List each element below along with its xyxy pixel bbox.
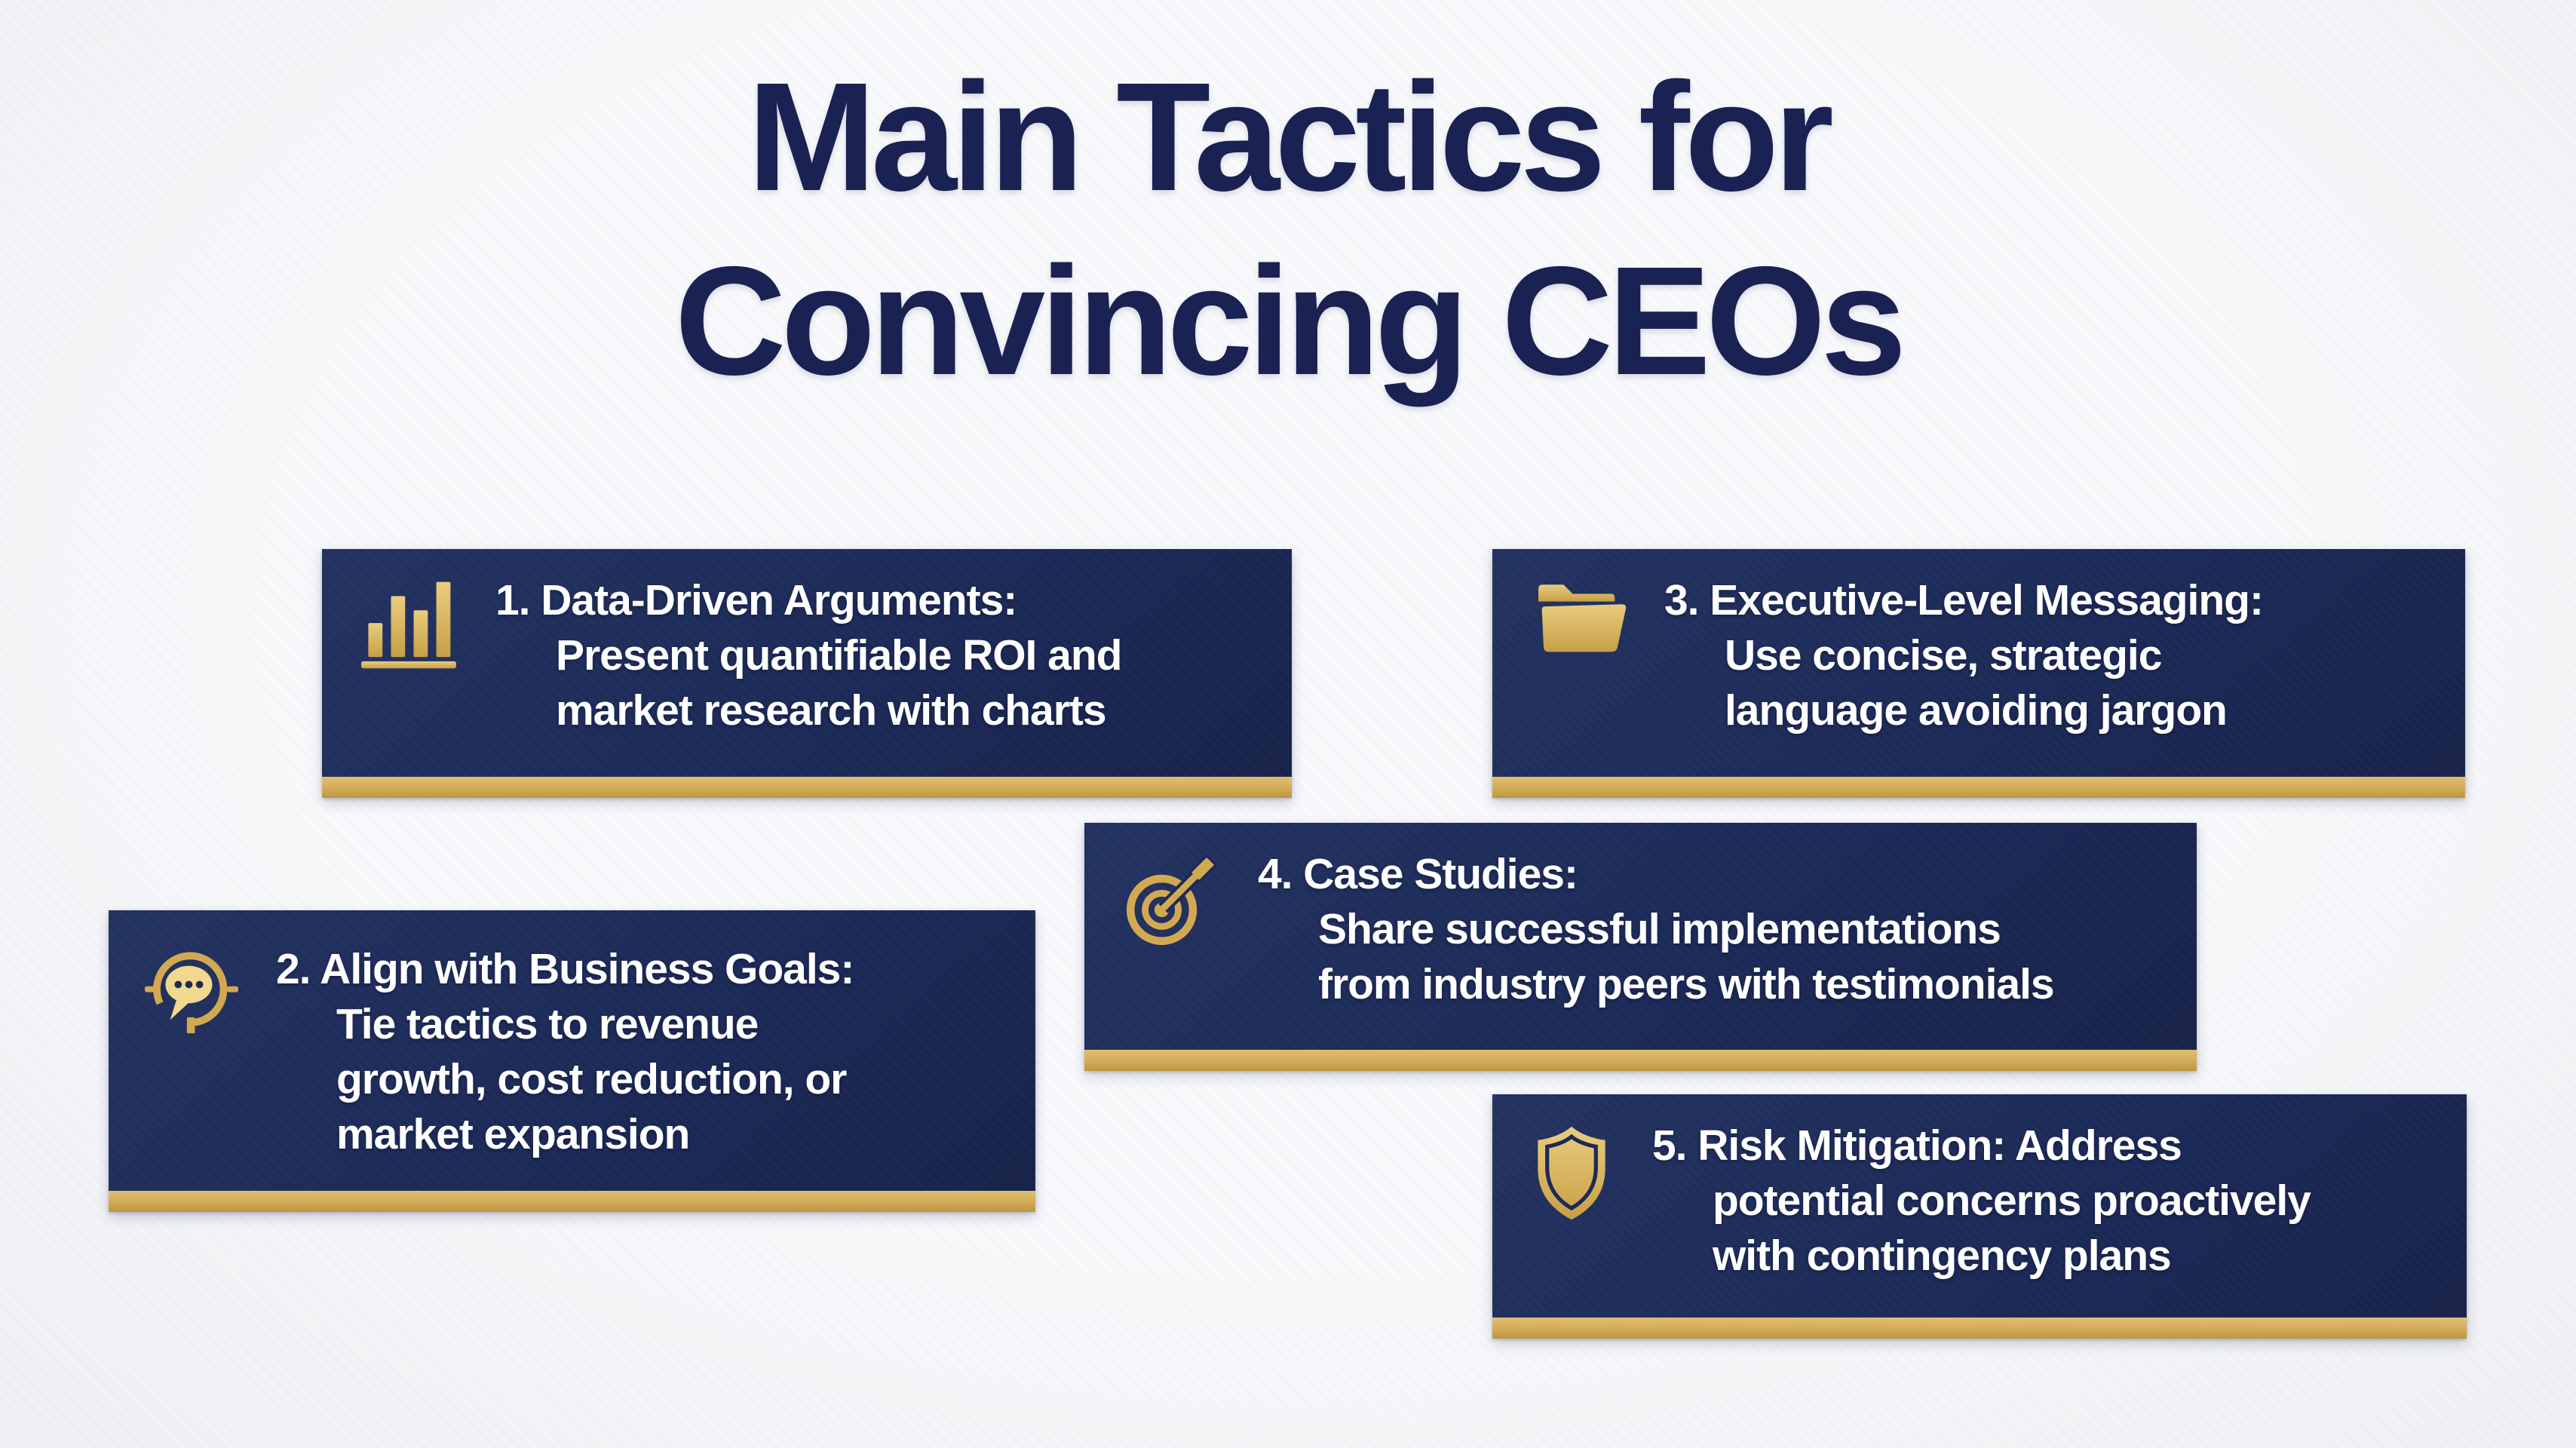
page-title-line-1: Main Tactics for xyxy=(747,51,1834,223)
card-line: with contingency plans xyxy=(1713,1232,2172,1280)
tactic-card-align-with-business-goals: 2. Align with Business Goals: Tie tactic… xyxy=(109,910,1035,1212)
chat-bubble-icon xyxy=(145,946,238,1044)
card-line: market research with charts xyxy=(556,686,1107,735)
card-line: language avoiding jargon xyxy=(1725,686,2228,735)
gold-accent-strip xyxy=(322,777,1292,798)
card-heading: 2. Align with Business Goals: xyxy=(276,945,854,993)
page-title: Main Tactics for Convincing CEOs xyxy=(0,45,2576,413)
tactic-card-data-driven-arguments: 1. Data-Driven Arguments: Present quanti… xyxy=(322,549,1292,798)
card-heading: 1. Data-Driven Arguments: xyxy=(495,576,1017,624)
shield-icon xyxy=(1529,1123,1615,1227)
card-line: Tie tactics to revenue xyxy=(336,1000,759,1048)
card-line: Present quantifiable ROI and xyxy=(556,631,1122,680)
gold-accent-strip xyxy=(1492,777,2465,798)
target-icon xyxy=(1121,851,1220,955)
gold-accent-strip xyxy=(1084,1050,2197,1071)
gold-accent-strip xyxy=(1492,1318,2467,1339)
folder-icon xyxy=(1529,578,1627,660)
card-line: potential concerns proactively xyxy=(1713,1176,2311,1225)
card-line: Use concise, strategic xyxy=(1725,631,2162,680)
card-line: growth, cost reduction, or xyxy=(336,1055,847,1103)
card-heading: 4. Case Studies: xyxy=(1258,850,1578,898)
tactic-card-case-studies: 4. Case Studies: Share successful implem… xyxy=(1084,823,2197,1071)
card-line: from industry peers with testimonials xyxy=(1318,960,2055,1008)
tactic-card-executive-level-messaging: 3. Executive-Level Messaging: Use concis… xyxy=(1492,549,2465,798)
bar-chart-icon xyxy=(358,578,458,675)
card-line: Share successful implementations xyxy=(1318,905,2001,953)
page-title-line-2: Convincing CEOs xyxy=(674,235,1907,407)
card-line: market expansion xyxy=(336,1110,690,1158)
tactic-card-risk-mitigation: 5. Risk Mitigation: Address potential co… xyxy=(1492,1094,2467,1339)
card-heading: 3. Executive-Level Messaging: xyxy=(1664,576,2264,624)
gold-accent-strip xyxy=(109,1191,1035,1212)
card-heading: 5. Risk Mitigation: Address xyxy=(1652,1121,2182,1170)
